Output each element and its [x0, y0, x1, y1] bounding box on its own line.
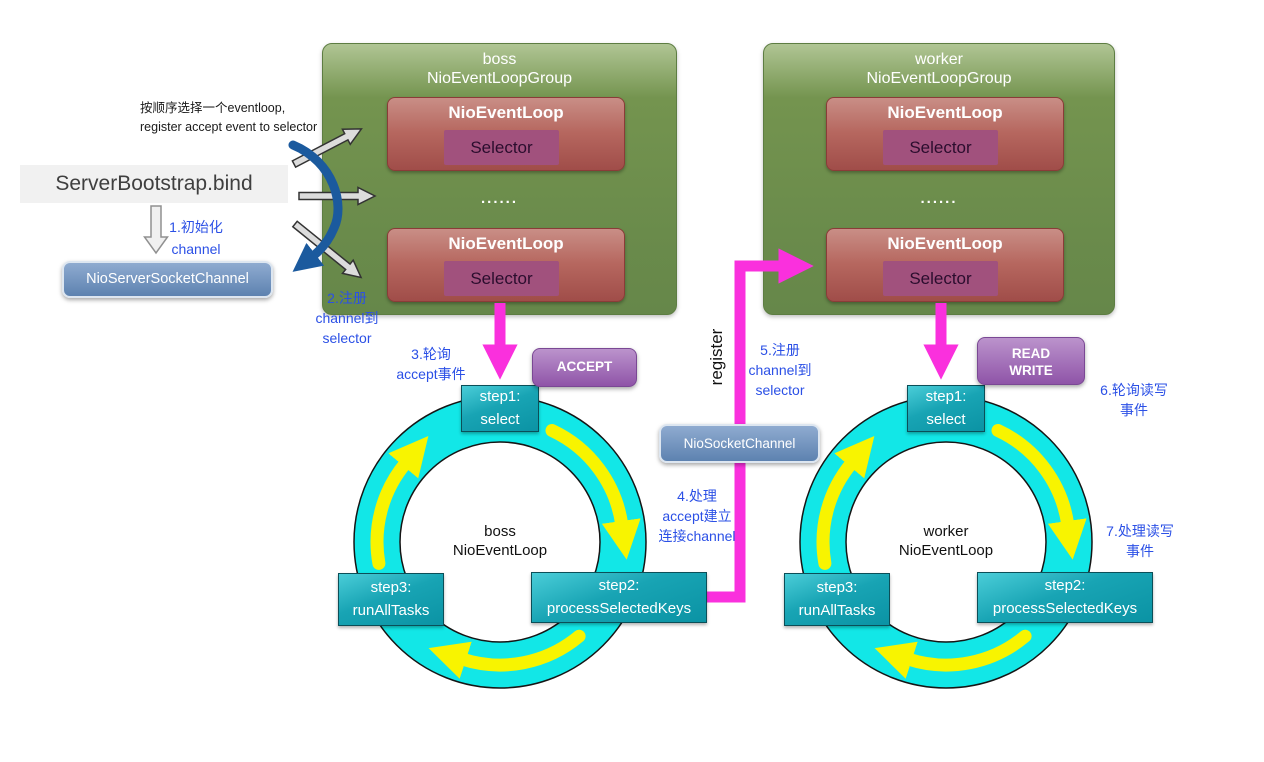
- round-robin-sweep-arrow: [288, 140, 343, 272]
- worker-step1-line1: step1:: [925, 388, 967, 405]
- read-write-badge: READ WRITE: [977, 337, 1085, 385]
- nio-server-socket-channel-box: NioServerSocketChannel: [62, 261, 273, 298]
- worker-step3-line2: runAllTasks: [798, 601, 876, 619]
- flow-label-2-line1: 2.注册: [327, 290, 367, 306]
- flow-label-7: 7.处理读写 事件: [1080, 521, 1200, 561]
- flow-label-1-line1: 1.初始化: [169, 219, 223, 235]
- eventloop-select-arrow-bottom: [291, 220, 363, 279]
- boss-loop-name: boss: [484, 523, 516, 540]
- flow-label-7-line2: 事件: [1126, 543, 1154, 559]
- flow-label-7-line1: 7.处理读写: [1106, 523, 1174, 539]
- flow-label-6: 6.轮询读写 事件: [1074, 380, 1194, 420]
- flow-label-4-line2: accept建立: [662, 508, 732, 524]
- worker-selector-1-box: Selector: [883, 130, 998, 165]
- worker-group-ellipsis: ......: [920, 190, 958, 207]
- worker-ring-arrow-left: [816, 436, 875, 570]
- read-badge-label: READ: [1011, 346, 1051, 361]
- boss-group-ellipsis: ......: [480, 190, 518, 207]
- flow-label-3-line1: 3.轮询: [411, 346, 451, 362]
- boss-step1-box: step1: select: [461, 385, 539, 432]
- boss-step3-line1: step3:: [370, 579, 412, 596]
- boss-ring-arrow-bottom: [428, 629, 586, 679]
- nio-socket-channel-label: NioSocketChannel: [683, 436, 796, 451]
- worker-nioeventloop-2-label: NioEventLoop: [887, 234, 1003, 253]
- worker-ring-arrow-bottom: [874, 629, 1032, 679]
- worker-group-name: worker: [914, 51, 963, 68]
- worker-loop-center-label: worker NioEventLoop: [866, 522, 1026, 560]
- boss-nioeventloop-1-box: NioEventLoop Selector: [387, 97, 625, 171]
- worker-step2-line2: processSelectedKeys: [992, 599, 1138, 617]
- boss-group-title: boss NioEventLoopGroup: [323, 50, 676, 88]
- server-bootstrap-box: ServerBootstrap.bind: [20, 165, 288, 203]
- init-channel-arrow: [143, 205, 169, 255]
- worker-nioeventloop-1-label: NioEventLoop: [887, 103, 1003, 122]
- worker-nioeventloop-1-box: NioEventLoop Selector: [826, 97, 1064, 171]
- worker-selector-2-box: Selector: [883, 261, 998, 296]
- worker-step2-box: step2: processSelectedKeys: [977, 572, 1153, 623]
- worker-ring-arrow-right: [991, 424, 1087, 560]
- flow-label-4-line1: 4.处理: [677, 488, 717, 504]
- boss-eventloopgroup-box: boss NioEventLoopGroup NioEventLoop Sele…: [322, 43, 677, 315]
- flow-label-5-line1: 5.注册: [760, 342, 800, 358]
- boss-step1-line2: select: [480, 410, 520, 428]
- flow-label-4-line3: 连接channel: [658, 528, 736, 544]
- flow-label-6-line2: 事件: [1120, 402, 1148, 418]
- worker-step3-line1: step3:: [816, 579, 858, 596]
- worker-eventloopgroup-box: worker NioEventLoopGroup NioEventLoop Se…: [763, 43, 1115, 315]
- boss-group-type: NioEventLoopGroup: [427, 70, 572, 87]
- flow-label-2-line2: channel到: [315, 310, 379, 326]
- boss-selector-1-box: Selector: [444, 130, 559, 165]
- worker-step1-box: step1: select: [907, 385, 985, 432]
- selection-annotation: 按顺序选择一个eventloop, register accept event …: [140, 99, 317, 137]
- flow-label-6-line1: 6.轮询读写: [1100, 382, 1168, 398]
- boss-selector-2-box: Selector: [444, 261, 559, 296]
- write-badge-label: WRITE: [1009, 363, 1053, 378]
- worker-group-title: worker NioEventLoopGroup: [764, 50, 1114, 88]
- accept-badge: ACCEPT: [532, 348, 637, 387]
- flow-label-1-line2: channel: [171, 241, 221, 257]
- boss-step2-line2: processSelectedKeys: [546, 599, 692, 617]
- flow-label-2: 2.注册 channel到 selector: [297, 288, 397, 348]
- accept-badge-label: ACCEPT: [556, 359, 613, 374]
- flow-label-2-line3: selector: [322, 330, 372, 346]
- boss-group-name: boss: [482, 51, 517, 68]
- flow-label-1: 1.初始化 channel: [146, 216, 246, 260]
- boss-ring-arrow-left: [370, 436, 429, 570]
- flow-label-3-line2: accept事件: [396, 366, 466, 382]
- flow-label-3: 3.轮询 accept事件: [366, 344, 496, 384]
- boss-step2-line1: step2:: [598, 577, 640, 594]
- nio-server-socket-channel-label: NioServerSocketChannel: [86, 271, 249, 287]
- flow-label-5: 5.注册 channel到 selector: [720, 340, 840, 400]
- boss-step2-box: step2: processSelectedKeys: [531, 572, 707, 623]
- boss-step3-box: step3: runAllTasks: [338, 573, 444, 626]
- flow-label-5-line2: channel到: [748, 362, 812, 378]
- boss-ring-arrow-right: [545, 424, 641, 560]
- annotation-line1: 按顺序选择一个eventloop,: [140, 101, 286, 115]
- worker-group-type: NioEventLoopGroup: [866, 70, 1012, 87]
- flow-label-4: 4.处理 accept建立 连接channel: [632, 486, 762, 546]
- worker-step2-line1: step2:: [1044, 577, 1086, 594]
- flow-label-5-line3: selector: [755, 382, 805, 398]
- worker-step3-box: step3: runAllTasks: [784, 573, 890, 626]
- worker-step1-line2: select: [926, 410, 966, 428]
- boss-loop-type: NioEventLoop: [452, 542, 548, 559]
- boss-nioeventloop-1-label: NioEventLoop: [448, 103, 564, 122]
- boss-step1-line1: step1:: [479, 388, 521, 405]
- annotation-line2: register accept event to selector: [140, 120, 318, 134]
- boss-step3-line2: runAllTasks: [352, 601, 430, 619]
- worker-loop-name: worker: [923, 523, 969, 540]
- worker-nioeventloop-2-box: NioEventLoop Selector: [826, 228, 1064, 302]
- nio-socket-channel-box: NioSocketChannel: [659, 424, 820, 463]
- boss-loop-center-label: boss NioEventLoop: [420, 522, 580, 560]
- boss-nioeventloop-2-label: NioEventLoop: [448, 234, 564, 253]
- boss-nioeventloop-2-box: NioEventLoop Selector: [387, 228, 625, 302]
- worker-loop-type: NioEventLoop: [898, 542, 994, 559]
- server-bootstrap-label: ServerBootstrap.bind: [55, 172, 253, 195]
